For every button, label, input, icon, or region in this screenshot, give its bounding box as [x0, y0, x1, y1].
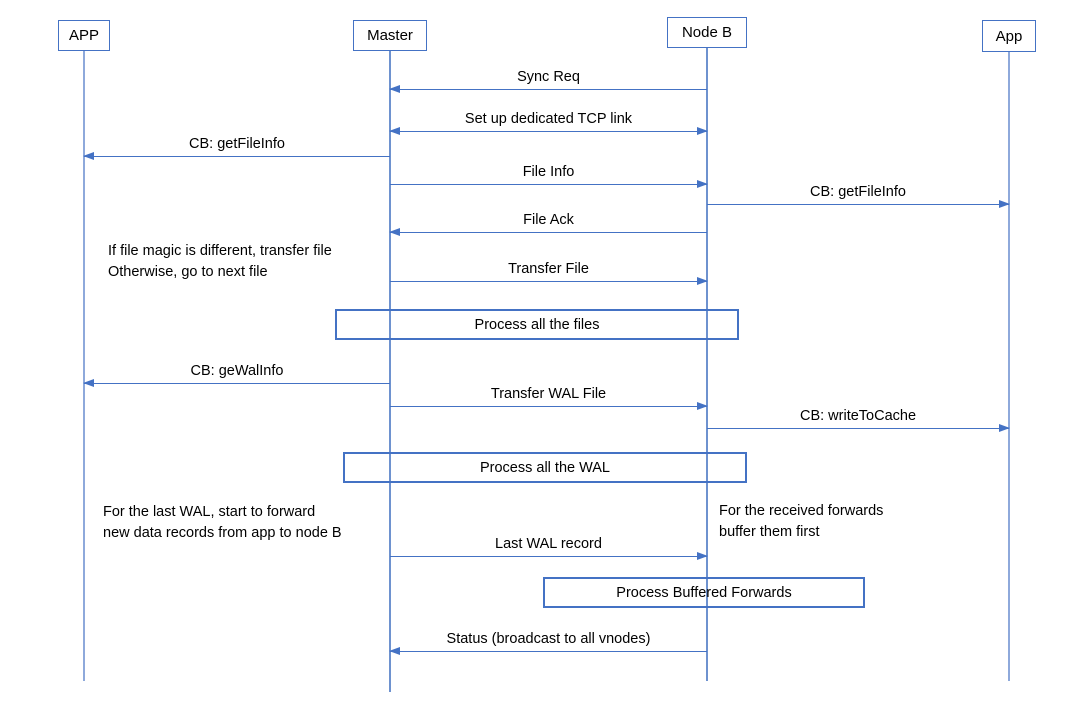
- message-status-broadcast: Status (broadcast to all vnodes): [389, 631, 707, 655]
- arrowhead-right-icon: [999, 199, 1010, 208]
- note-received-forwards: For the received forwards buffer them fi…: [719, 503, 884, 540]
- actor-app-left-label: APP: [68, 27, 99, 44]
- lifeline-app-right: [1008, 52, 1010, 681]
- arrowhead-right-icon: [697, 401, 708, 410]
- arrowhead-right-icon: [697, 551, 708, 560]
- message-label: Transfer File: [508, 261, 589, 277]
- arrowhead-left-icon: [83, 151, 94, 160]
- arrowhead-right-icon: [697, 179, 708, 188]
- message-cb-getfileinfo-left: CB: getFileInfo: [83, 136, 390, 160]
- actor-app-right: App: [982, 20, 1036, 52]
- process-box-label: Process all the WAL: [479, 459, 610, 476]
- message-file-ack: File Ack: [389, 212, 707, 236]
- actor-app-left: APP: [58, 20, 110, 51]
- arrowhead-right-icon: [697, 126, 708, 135]
- note-file-magic: If file magic is different, transfer fil…: [108, 243, 332, 280]
- arrowhead-left-icon: [389, 227, 400, 236]
- message-label: File Info: [522, 164, 575, 180]
- process-box-wal: Process all the WAL: [343, 452, 747, 483]
- message-cb-getfileinfo-right: CB: getFileInfo: [707, 184, 1010, 208]
- message-label: CB: getFileInfo: [810, 184, 906, 200]
- message-label: CB: getFileInfo: [189, 136, 285, 152]
- message-transfer-wal-file: Transfer WAL File: [390, 386, 708, 410]
- message-label: Set up dedicated TCP link: [464, 111, 633, 127]
- arrowhead-left-icon: [389, 126, 400, 135]
- lifeline-app-left: [83, 51, 85, 681]
- actor-master: Master: [353, 20, 427, 51]
- message-setup-tcp-link: Set up dedicated TCP link: [389, 111, 708, 135]
- message-label: CB: writeToCache: [799, 408, 917, 424]
- message-cb-writetocache: CB: writeToCache: [707, 408, 1010, 432]
- actor-master-label: Master: [367, 27, 413, 44]
- arrowhead-left-icon: [83, 378, 94, 387]
- process-box-label: Process Buffered Forwards: [616, 584, 792, 601]
- arrowhead-left-icon: [389, 84, 400, 93]
- process-box-files: Process all the files: [335, 309, 739, 340]
- note-last-wal-forward: For the last WAL, start to forward new d…: [103, 504, 342, 541]
- lifeline-node-b: [706, 48, 708, 681]
- process-box-buffered-forwards: Process Buffered Forwards: [543, 577, 865, 608]
- arrowhead-left-icon: [389, 646, 400, 655]
- message-label: Transfer WAL File: [490, 386, 607, 402]
- message-sync-req: Sync Req: [389, 69, 707, 93]
- message-transfer-file: Transfer File: [390, 261, 708, 285]
- message-label: Last WAL record: [495, 536, 602, 552]
- actor-node-b: Node B: [667, 17, 747, 48]
- message-label: Sync Req: [517, 69, 580, 85]
- process-box-label: Process all the files: [474, 316, 600, 333]
- arrowhead-right-icon: [999, 423, 1010, 432]
- message-cb-gewalinfo: CB: geWalInfo: [83, 363, 390, 387]
- lifeline-master: [389, 51, 391, 692]
- actor-node-b-label: Node B: [681, 24, 733, 41]
- arrowhead-right-icon: [697, 276, 708, 285]
- message-last-wal-record: Last WAL record: [390, 536, 708, 560]
- actor-app-right-label: App: [995, 27, 1023, 45]
- message-label: Status (broadcast to all vnodes): [446, 631, 651, 647]
- message-label: CB: geWalInfo: [190, 363, 284, 379]
- message-file-info: File Info: [390, 164, 708, 188]
- message-label: File Ack: [523, 212, 574, 228]
